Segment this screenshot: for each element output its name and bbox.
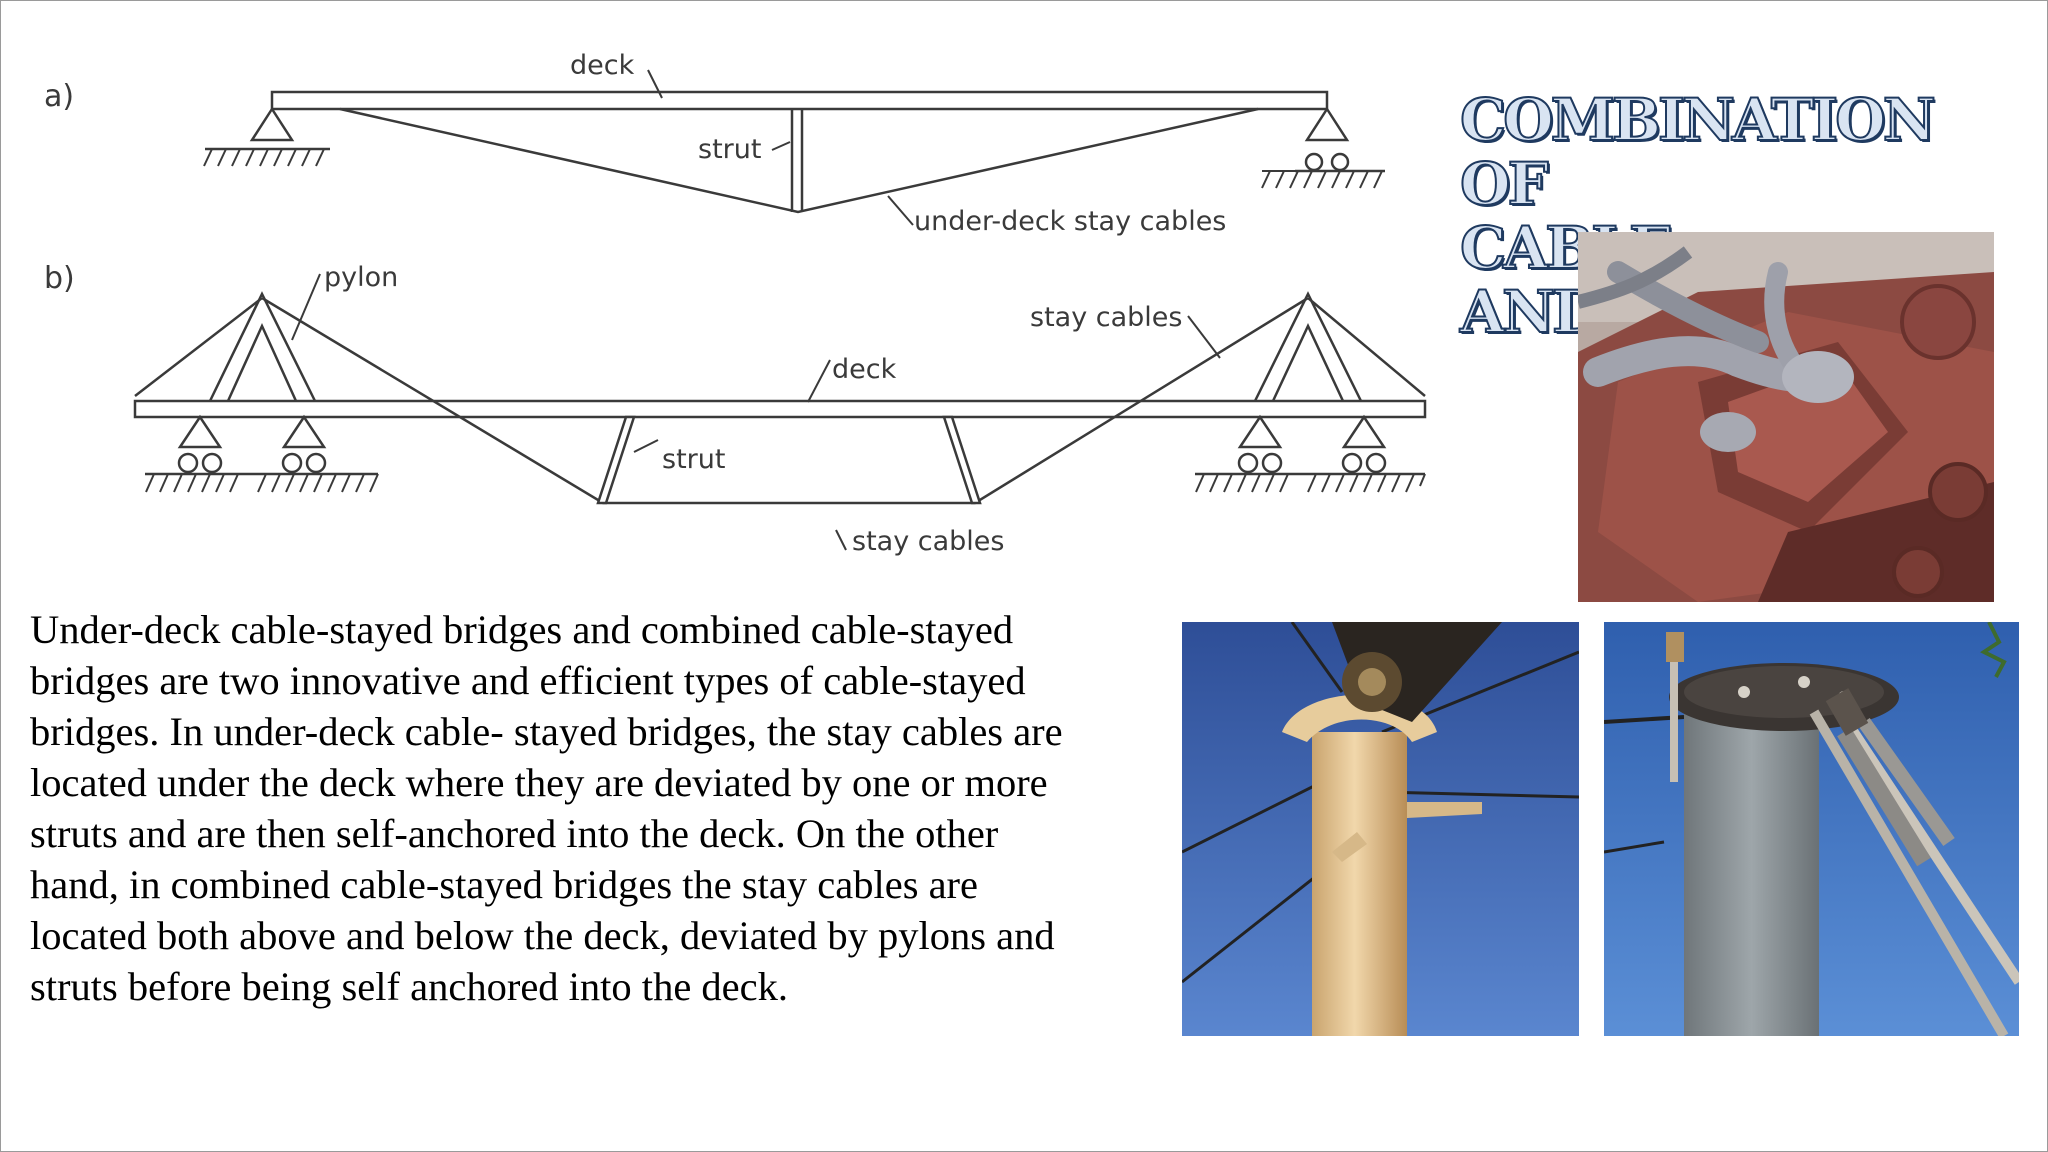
strut-label-a: strut [698, 134, 761, 165]
pylon-right-outer [1253, 291, 1363, 402]
body-line: Under-deck cable-stayed bridges and comb… [30, 607, 1014, 652]
body-paragraph: Under-deck cable-stayed bridges and comb… [30, 604, 1130, 1012]
bridge-diagrams: a) deck strut under-deck stay cables b) … [44, 50, 1427, 557]
diagram-b [133, 273, 1427, 551]
photo-tan-mast [1182, 622, 1579, 1036]
ground-hatch-b [145, 473, 1426, 493]
body-line: bridges are two innovative and efficient… [30, 658, 1026, 703]
under-deck-cables-a [339, 107, 1259, 214]
deck-a [270, 90, 1329, 111]
pylon-left-outer [208, 291, 317, 402]
pylon-right-inner [1271, 323, 1345, 402]
diagram-a [203, 69, 1385, 226]
backstay-right [1307, 297, 1426, 397]
photo-strut-connection [1578, 232, 1994, 602]
ground-hatch-a-right [1261, 170, 1383, 189]
roller-support-a [1304, 106, 1350, 142]
strut-b-right [942, 415, 982, 505]
body-line: located both above and below the deck, d… [30, 913, 1055, 958]
ground-hatch-a-left [203, 148, 325, 167]
pylon-left-inner [226, 322, 298, 402]
body-line: hand, in combined cable-stayed bridges t… [30, 862, 979, 907]
body-line: struts and are then self-anchored into t… [30, 811, 999, 856]
panel-label-a: a) [44, 79, 74, 114]
photo-grey-mast [1604, 622, 2019, 1036]
under-deck-cables-label: under-deck stay cables [914, 206, 1226, 237]
pin-support-a [249, 106, 295, 142]
lower-stay-cables-label: stay cables [852, 526, 1004, 557]
body-line: bridges. In under-deck cable- stayed bri… [30, 709, 1063, 754]
body-line: struts before being self anchored into t… [30, 964, 788, 1009]
body-line: located under the deck where they are de… [30, 760, 1048, 805]
stay-cables-b [261, 296, 1309, 505]
strut-b-left [596, 415, 636, 505]
upper-stay-cables-label: stay cables [1030, 302, 1182, 333]
pylon-label: pylon [324, 262, 398, 293]
backstay-left [134, 297, 263, 397]
deck-label-b: deck [832, 354, 897, 385]
strut-label-b: strut [662, 444, 725, 475]
deck-b [133, 399, 1427, 419]
deck-label-a: deck [570, 50, 635, 81]
title-line-1: COMBINATION OF [1459, 86, 1937, 218]
panel-label-b: b) [44, 261, 75, 296]
